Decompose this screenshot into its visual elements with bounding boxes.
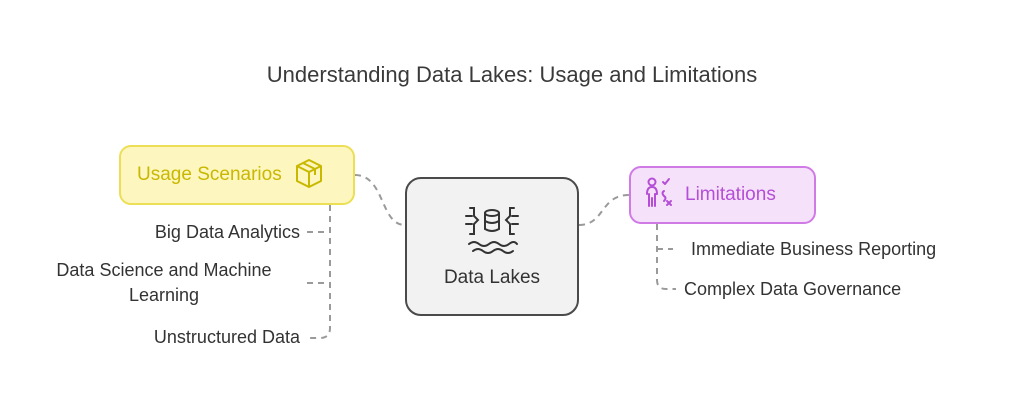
- usage-item-unstructured-data: Unstructured Data: [153, 327, 300, 347]
- connector-usage-center: [354, 174, 406, 226]
- usage-item-data-science: Data Science and Machine Learning: [56, 260, 272, 305]
- connector-usage-trunk: [307, 205, 331, 339]
- limitations-label: Limitations: [685, 184, 776, 205]
- usage-scenarios-node[interactable]: Usage Scenarios: [119, 145, 355, 205]
- data-lake-icon: [461, 204, 523, 261]
- data-lakes-label: Data Lakes: [443, 267, 541, 288]
- data-lakes-node[interactable]: Data Lakes: [405, 177, 579, 316]
- diagram-title: Understanding Data Lakes: Usage and Limi…: [266, 62, 758, 87]
- connector-center-limitations: [578, 194, 630, 226]
- limitation-item-complex-governance: Complex Data Governance: [684, 279, 902, 299]
- box-icon: [292, 156, 326, 195]
- usage-item-big-data-analytics: Big Data Analytics: [154, 222, 300, 242]
- decision-person-icon: [643, 176, 677, 215]
- connector-limit-trunk: [656, 224, 676, 290]
- usage-scenarios-label: Usage Scenarios: [137, 164, 282, 185]
- limitation-item-immediate-reporting: Immediate Business Reporting: [691, 239, 937, 259]
- limitations-node[interactable]: Limitations: [629, 166, 816, 224]
